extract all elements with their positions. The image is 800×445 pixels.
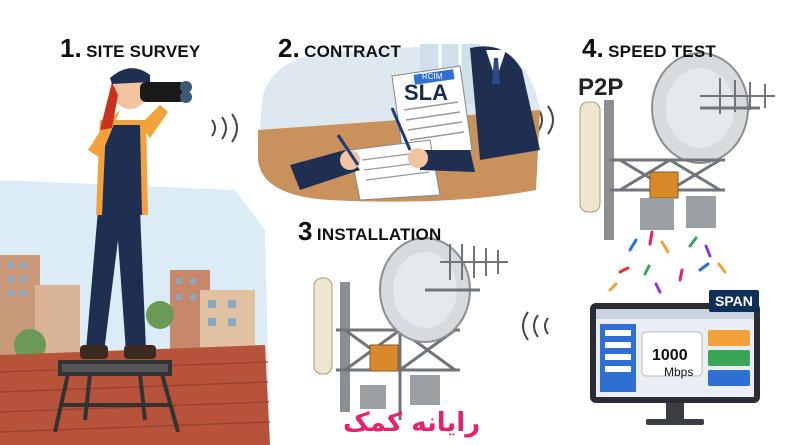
step-number: 3: [298, 216, 313, 246]
surveyor-woman: [80, 68, 192, 359]
site-survey-scene: [0, 68, 271, 445]
step-number: 4.: [582, 33, 604, 63]
monitor: [590, 303, 760, 425]
step-label: INSTALLATION: [316, 225, 442, 244]
document-title: SLA: [404, 80, 448, 105]
step-site-survey: 1. SITE SURVEY: [60, 33, 200, 64]
link-type-label: P2P: [578, 74, 624, 101]
signal-waves-3: [522, 311, 549, 341]
step-speed-test: 4. SPEED TEST: [582, 33, 716, 64]
step-label: SITE SURVEY: [86, 42, 201, 61]
signal-waves-1: [211, 113, 238, 143]
step-installation: 3 INSTALLATION: [298, 216, 441, 247]
sla-document: [391, 65, 473, 163]
brand-logo: رایانه کمک: [343, 408, 481, 438]
step-label: SPEED TEST: [608, 42, 716, 61]
step-number: 2.: [278, 33, 300, 63]
document-header: RCIM: [422, 72, 443, 81]
contract-scene: [258, 44, 540, 202]
span-badge: SPAN: [709, 290, 759, 312]
step-stool: [53, 360, 180, 433]
installation-scene: [313, 237, 508, 420]
step-contract: 2. CONTRACT: [278, 33, 401, 64]
step-number: 1.: [60, 33, 82, 63]
speed-test-scene: [579, 52, 775, 425]
speed-value: 1000: [652, 347, 688, 364]
pen-icon: [336, 134, 360, 166]
confetti: [608, 230, 727, 294]
binoculars-icon: [140, 82, 186, 102]
step-label: CONTRACT: [304, 42, 402, 61]
speed-unit: Mbps: [664, 365, 694, 379]
